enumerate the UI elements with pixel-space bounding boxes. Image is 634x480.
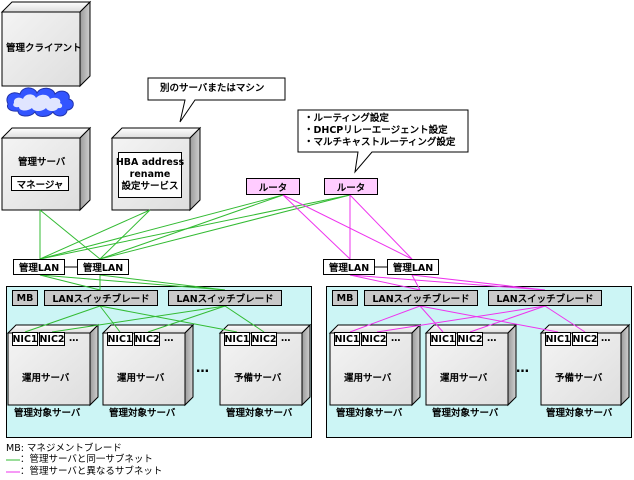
admin-lan-1: 管理LAN — [13, 259, 65, 275]
legend-green: ：管理サーバと同一サブネット — [20, 454, 153, 465]
nic-more-s6: … — [601, 333, 611, 344]
managed-label-1: 管理対象サーバ — [14, 408, 81, 419]
server-role-4: 運用サーバ — [344, 373, 392, 384]
network-cloud-icon — [6, 87, 74, 117]
legend-mb: MB: マネジメントブレード — [6, 443, 122, 454]
managed-label-2: 管理対象サーバ — [109, 408, 176, 419]
managed-label-5: 管理対象サーバ — [432, 408, 499, 419]
hba-line-1: HBA address — [115, 157, 185, 169]
admin-lan-4: 管理LAN — [387, 259, 439, 275]
admin-client-cube — [0, 0, 92, 88]
callout-other-machine — [147, 77, 286, 123]
server-role-3: 予備サーバ — [234, 373, 282, 384]
managed-label-3: 管理対象サーバ — [226, 408, 293, 419]
mb-left: MB — [12, 290, 38, 306]
nic1-s1: NIC1 — [12, 332, 38, 346]
nic2-s6: NIC2 — [572, 332, 598, 346]
nic1-s2: NIC1 — [107, 332, 133, 346]
ellipsis-left: … — [196, 361, 209, 376]
server-role-2: 運用サーバ — [117, 373, 165, 384]
nic1-s5: NIC1 — [430, 332, 456, 346]
ellipsis-right: … — [516, 361, 529, 376]
hba-box: HBA address rename 設定サービス — [115, 152, 185, 198]
server-role-5: 運用サーバ — [440, 373, 488, 384]
admin-server-label: 管理サーバ — [18, 157, 66, 168]
nic-more-s5: … — [487, 333, 497, 344]
callout-other-text: 別のサーバまたはマシン — [160, 83, 265, 94]
nic2-s4: NIC2 — [361, 332, 387, 346]
router-2: ルータ — [324, 178, 378, 195]
router-note-2: ・DHCPリレーエージェント設定 — [304, 125, 448, 136]
mb-right: MB — [332, 290, 358, 306]
hba-line-3: 設定サービス — [121, 180, 179, 192]
nic1-s3: NIC1 — [224, 332, 250, 346]
manager-box: マネージャ — [11, 176, 69, 191]
nic1-s6: NIC1 — [545, 332, 571, 346]
lan-switch-left-1: LANスイッチブレード — [44, 290, 158, 306]
hba-line-2: rename — [129, 169, 171, 181]
router-note-3: ・マルチキャストルーティング設定 — [304, 137, 456, 148]
nic2-s2: NIC2 — [134, 332, 160, 346]
nic1-s4: NIC1 — [334, 332, 360, 346]
nic-more-s1: … — [69, 333, 79, 344]
server-role-6: 予備サーバ — [555, 373, 603, 384]
lan-switch-left-2: LANスイッチブレード — [168, 290, 282, 306]
managed-label-6: 管理対象サーバ — [546, 408, 613, 419]
nic-more-s4: … — [391, 333, 401, 344]
server-role-1: 運用サーバ — [22, 373, 70, 384]
nic-more-s3: … — [281, 333, 291, 344]
router-note-1: ・ルーティング設定 — [304, 113, 389, 124]
nic-more-s2: … — [164, 333, 174, 344]
nic2-s1: NIC2 — [39, 332, 65, 346]
admin-server-cube — [0, 126, 92, 212]
managed-label-4: 管理対象サーバ — [336, 408, 403, 419]
lan-switch-right-2: LANスイッチブレード — [488, 290, 602, 306]
router-1: ルータ — [246, 178, 300, 195]
admin-client-label: 管理クライアント — [6, 43, 82, 54]
nic2-s5: NIC2 — [457, 332, 483, 346]
nic2-s3: NIC2 — [251, 332, 277, 346]
admin-lan-3: 管理LAN — [323, 259, 375, 275]
pink-links — [282, 194, 586, 333]
admin-lan-2: 管理LAN — [77, 259, 129, 275]
green-links — [24, 194, 351, 333]
callout-router-settings — [297, 109, 469, 174]
lan-switch-right-1: LANスイッチブレード — [364, 290, 478, 306]
legend-pink: ：管理サーバと異なるサブネット — [20, 466, 163, 477]
